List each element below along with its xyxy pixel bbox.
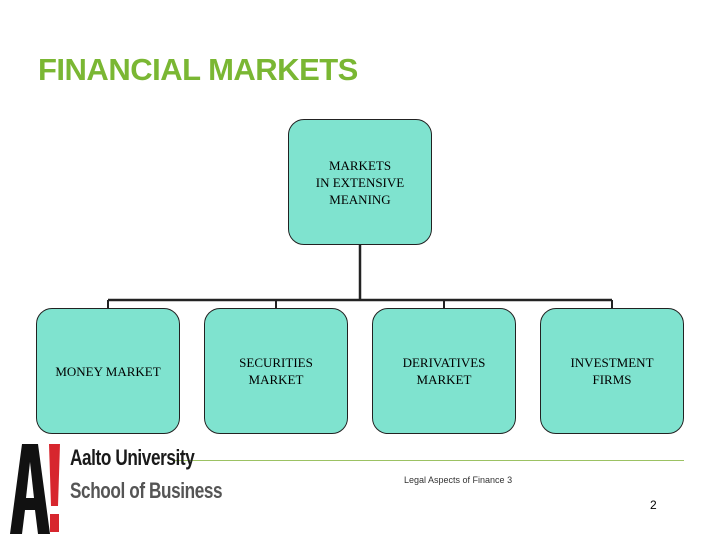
node-securities-market: SECURITIES MARKET [204,308,348,434]
root-node-label: MARKETS IN EXTENSIVE MEANING [315,157,405,207]
node-investment-firms: INVESTMENT FIRMS [540,308,684,434]
logo-exclamation-dot [50,514,59,532]
logo-a-counter [26,462,34,498]
slide-title: FINANCIAL MARKETS [38,52,358,87]
logo-university-name: Aalto University [70,445,195,470]
node-money-market: MONEY MARKET [36,308,180,434]
node-derivatives-market: DERIVATIVES MARKET [372,308,516,434]
page-number: 2 [650,498,657,512]
node-label: DERIVATIVES MARKET [402,355,486,387]
aalto-logo-mark [10,444,60,534]
logo-exclamation-bar [49,444,60,506]
root-node: MARKETS IN EXTENSIVE MEANING [288,119,432,245]
footer-course-label: Legal Aspects of Finance 3 [404,475,513,485]
footer-divider [172,460,684,461]
node-label: INVESTMENT FIRMS [570,355,654,387]
logo-school-name: School of Business [70,478,223,503]
node-label: MONEY MARKET [55,363,161,379]
node-label: SECURITIES MARKET [239,355,313,387]
